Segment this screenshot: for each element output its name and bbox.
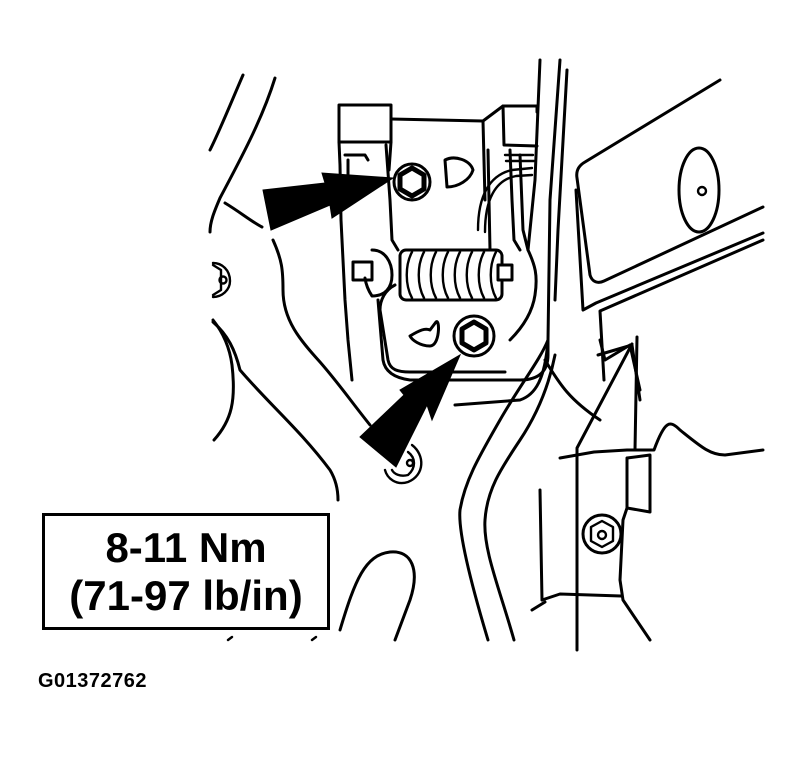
right-trim-panel xyxy=(553,68,765,652)
left-bolt-icon xyxy=(211,261,232,299)
callout-arrow-lower xyxy=(359,353,462,468)
hinge-spring xyxy=(351,248,514,302)
lower-left-lobe xyxy=(338,550,416,642)
callout-arrow-upper xyxy=(262,172,395,231)
tick-marks xyxy=(226,635,318,642)
figure-id-label: G01372762 xyxy=(38,670,148,692)
torque-imperial: (71-97 lb/in) xyxy=(69,571,303,619)
lower-right-bolt-icon xyxy=(581,513,623,555)
lower-bolt-icon xyxy=(452,314,496,358)
torque-metric: 8-11 Nm xyxy=(105,523,267,571)
left-body-outline xyxy=(208,73,372,502)
torque-spec-box: 8-11 Nm (71-97 lb/in) xyxy=(42,513,330,630)
lower-right-bracket xyxy=(530,422,765,642)
upper-bolt-icon xyxy=(392,162,432,202)
wire-harness xyxy=(476,153,536,234)
mid-bolt-icon xyxy=(383,443,423,485)
